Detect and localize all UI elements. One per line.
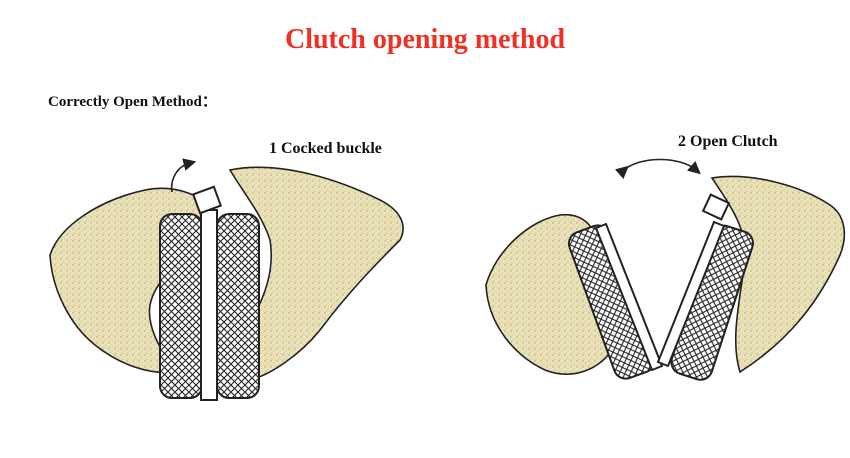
buckle-step-2 bbox=[701, 193, 731, 221]
step-2-label: 2 Open Clutch bbox=[678, 133, 778, 150]
clutch-pad-right-step-1 bbox=[216, 213, 260, 399]
open-arrow-icon bbox=[614, 158, 701, 180]
clutch-pin-step-1 bbox=[200, 209, 218, 401]
page-title: Clutch opening method bbox=[284, 24, 566, 55]
instruction-subtitle: Correctly Open Method： bbox=[48, 94, 217, 110]
step-1-label: 1 Cocked buckle bbox=[269, 140, 382, 157]
step-2-illustration bbox=[485, 158, 846, 381]
clutch-pin-left-step-2 bbox=[594, 222, 664, 372]
right-hand-step-1 bbox=[228, 166, 404, 382]
clutch-pad-left-step-1 bbox=[159, 213, 203, 399]
clutch-pin-right-step-2 bbox=[656, 220, 726, 368]
buckle-step-1 bbox=[191, 185, 223, 215]
step-1-illustration bbox=[49, 158, 404, 401]
rotate-arrow-icon bbox=[170, 158, 197, 193]
